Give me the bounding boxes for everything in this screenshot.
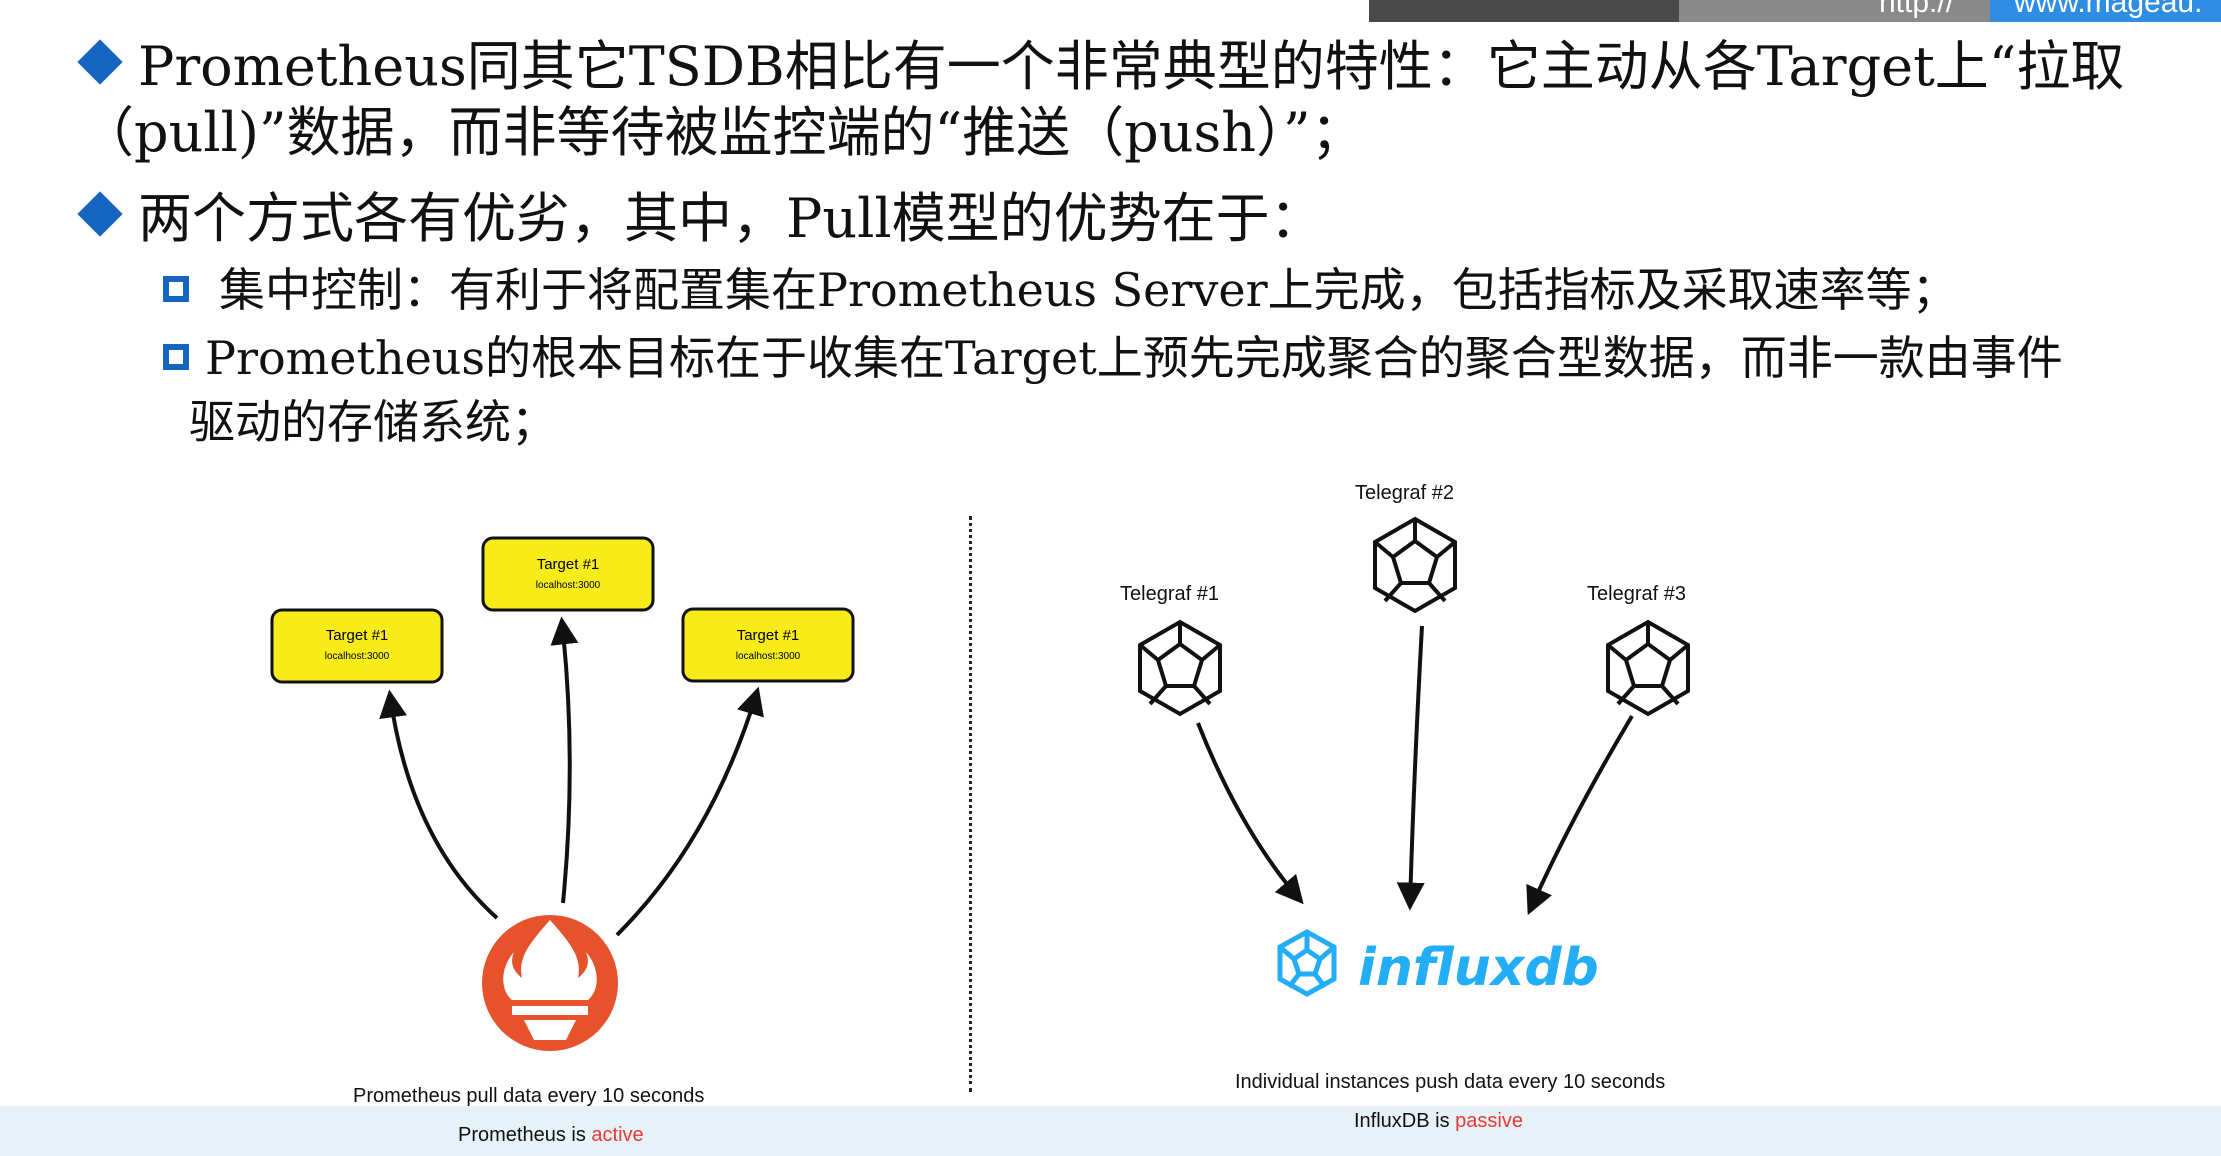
sub-bullet-2-line-1: Prometheus的根本目标在于收集在Target上预先完成聚合的聚合型数据，… [205, 331, 2063, 385]
square-bullet-icon [163, 276, 189, 302]
bullet-2-text: 两个方式各有优劣，其中，Pull模型的优势在于： [138, 187, 1324, 250]
bullet-1-line-2: （pull)”数据，而非等待被监控端的“推送（push）”； [80, 101, 1365, 164]
address-text-right: www.mageau. [2014, 0, 2203, 19]
target-address: localhost:3000 [325, 651, 390, 662]
push-caption: Individual instances push data every 10 … [1235, 1071, 1666, 1093]
pull-caption: Prometheus pull data every 10 seconds [353, 1085, 705, 1107]
target-box-right: Target #1 localhost:3000 [681, 607, 855, 683]
pull-status-prefix: Prometheus is [458, 1124, 592, 1146]
push-status-word: passive [1455, 1110, 1523, 1132]
diagram-divider [969, 516, 972, 1092]
bullet-1: Prometheus同其它TSDB相比有一个非常典型的特性：它主动从各Targe… [76, 34, 2124, 166]
telegraf-label-3: Telegraf #3 [1587, 583, 1686, 605]
target-name: Target #1 [537, 556, 600, 573]
telegraf-icon-1 [1138, 619, 1222, 717]
sub-bullet-1: 集中控制：有利于将配置集在Prometheus Server上完成，包括指标及采… [163, 258, 1958, 322]
target-address: localhost:3000 [736, 651, 801, 662]
bullet-2: 两个方式各有优劣，其中，Pull模型的优势在于： [76, 186, 1324, 252]
bullet-1-line-1: Prometheus同其它TSDB相比有一个非常典型的特性：它主动从各Targe… [138, 35, 2125, 98]
sub-bullet-1-text: 集中控制：有利于将配置集在Prometheus Server上完成，包括指标及采… [219, 263, 1958, 317]
target-name: Target #1 [326, 627, 389, 644]
telegraf-icon-3 [1606, 619, 1690, 717]
target-name: Target #1 [737, 627, 800, 644]
pull-status: Prometheus is active [458, 1124, 644, 1147]
target-address: localhost:3000 [536, 580, 601, 591]
prometheus-logo-icon [482, 915, 618, 1051]
push-status: InfluxDB is passive [1354, 1110, 1523, 1133]
push-arrow-3 [1526, 714, 1634, 916]
pull-arrow-middle [550, 616, 579, 904]
sub-bullet-2: Prometheus的根本目标在于收集在Target上预先完成聚合的聚合型数据，… [163, 326, 2063, 454]
top-address-strip: http:// www.mageau. [1369, 0, 2221, 22]
pull-arrow-right [615, 686, 764, 937]
push-arrow-1 [1196, 722, 1304, 905]
sub-bullet-2-line-2: 驱动的存储系统； [189, 395, 557, 449]
target-box-left: Target #1 localhost:3000 [270, 608, 444, 684]
pull-arrow-left [379, 689, 499, 920]
influxdb-logo-icon [1277, 929, 1337, 997]
pull-status-word: active [591, 1124, 644, 1146]
square-bullet-icon [163, 344, 189, 370]
target-box-middle: Target #1 localhost:3000 [481, 536, 655, 612]
influxdb-wordmark: influxdb [1358, 938, 1599, 998]
telegraf-icon-2 [1373, 516, 1457, 614]
address-text-left: http:// [1879, 0, 1955, 19]
push-arrow-2 [1396, 625, 1425, 911]
push-status-prefix: InfluxDB is [1354, 1110, 1456, 1132]
telegraf-label-2: Telegraf #2 [1355, 482, 1454, 504]
telegraf-label-1: Telegraf #1 [1120, 583, 1219, 605]
bottom-wave-strip [0, 1106, 2221, 1156]
